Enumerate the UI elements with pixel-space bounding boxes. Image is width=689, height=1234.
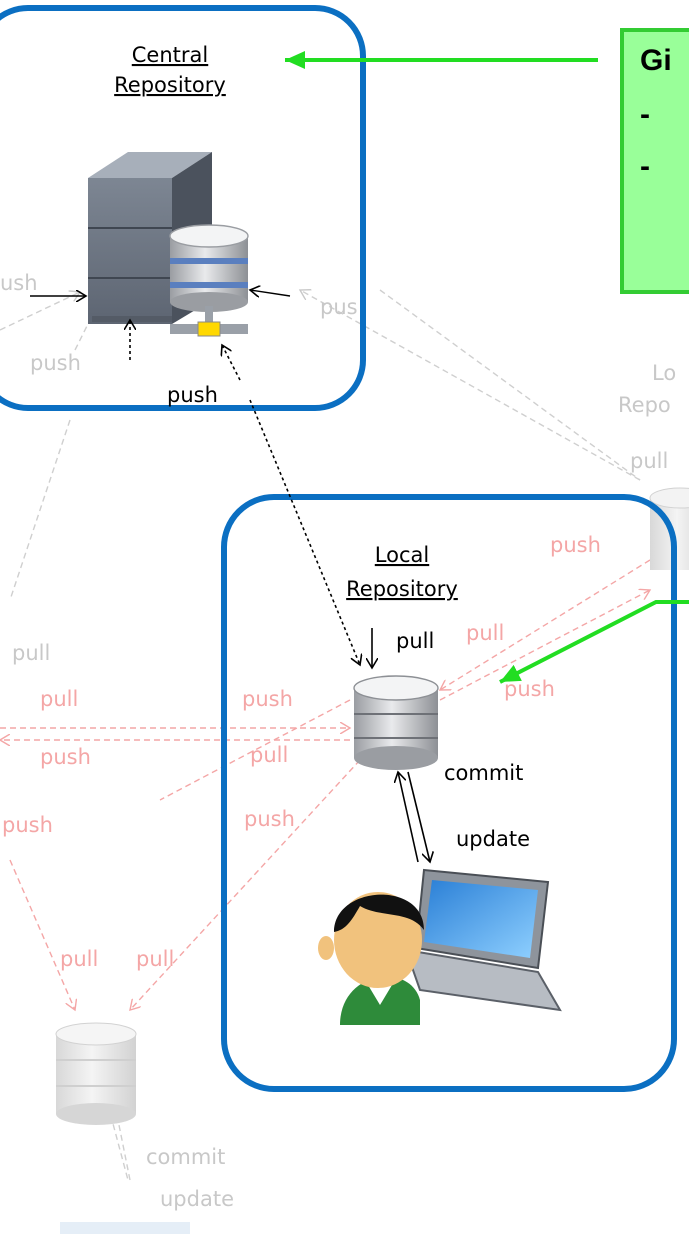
right-pull-label: pull — [630, 449, 668, 473]
central-repository-box — [0, 5, 366, 411]
local-repo-title-line2: Repository — [346, 577, 458, 601]
central-repo-title-line1: Central — [132, 43, 208, 67]
faded-push-left: push — [30, 351, 81, 375]
database-icon — [169, 224, 249, 337]
pink-pull-1: pull — [466, 621, 504, 645]
local-database-icon — [353, 675, 439, 770]
central-local-push-pull-line — [249, 399, 360, 665]
callout-box — [620, 28, 689, 294]
central-push-arrows — [130, 320, 241, 381]
gray-update-bottom: update — [160, 1187, 234, 1211]
pink-push-1: push — [550, 533, 601, 557]
right-repo-title-line1: Lo — [652, 361, 676, 385]
callout-bullet-2: - — [640, 150, 650, 183]
central-push-label: push — [167, 383, 218, 407]
user-laptop-icon — [318, 868, 562, 1025]
bottom-database-icon — [55, 1022, 137, 1125]
pink-pull-2: pull — [250, 743, 288, 767]
pink-pull-bottom-2: pull — [136, 947, 174, 971]
bottom-laptop-fragment — [60, 1222, 190, 1234]
callout-heading: Gi — [640, 44, 672, 77]
pink-push-3: push — [242, 687, 293, 711]
faded-push-left-clipped: ush — [0, 271, 38, 295]
local-repo-title-line1: Local — [375, 543, 429, 567]
pink-push-2: push — [504, 677, 555, 701]
pink-push-left: push — [40, 745, 91, 769]
update-arrow — [407, 771, 430, 862]
local-repository-box — [221, 494, 677, 1092]
pink-pull-bottom-1: pull — [60, 947, 98, 971]
commit-arrow — [398, 772, 419, 863]
faded-push-right: pus — [320, 295, 358, 319]
gray-pull-left: pull — [12, 641, 50, 665]
central-repo-title-line2: Repository — [114, 73, 226, 97]
gray-commit-bottom: commit — [146, 1145, 225, 1169]
pink-pull-left: pull — [40, 687, 78, 711]
arrow-right-push-central — [250, 290, 291, 296]
callout-bullet-1: - — [640, 98, 650, 131]
pink-push-left-2: push — [2, 813, 53, 837]
green-arrow-to-local — [499, 600, 689, 684]
local-update-label: update — [456, 827, 530, 851]
pink-push-4: push — [244, 807, 295, 831]
local-pull-label: pull — [396, 629, 434, 653]
right-repo-title-line2: Repo — [618, 393, 671, 417]
faded-pink-arrows — [0, 559, 650, 1010]
local-commit-label: commit — [444, 761, 523, 785]
